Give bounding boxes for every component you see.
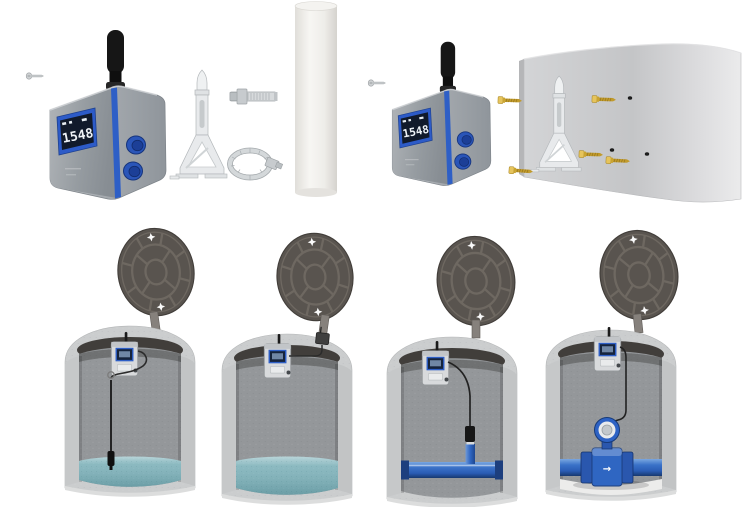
- lid-hinge: [471, 319, 481, 339]
- flange-left: [580, 451, 593, 484]
- band-clamp-round: [228, 148, 283, 180]
- pipe-right: [633, 459, 662, 476]
- mounting-pole: [294, 1, 338, 197]
- water-texture: [79, 456, 181, 487]
- manhole-lid: [592, 223, 686, 327]
- drill-hole: [627, 96, 633, 100]
- antenna-box: [315, 332, 330, 345]
- pole-top: [294, 1, 338, 11]
- flowmeter-cable: [611, 346, 627, 423]
- sensor-stub-pipe: [465, 444, 475, 464]
- flowmeter-body-highlight: [592, 448, 622, 456]
- level-sensor-tip: [109, 465, 113, 470]
- concrete-chamber: [386, 336, 518, 507]
- wall-mounting-kit: [367, 41, 742, 203]
- scene-lid-antenna: [221, 229, 358, 506]
- data-logger: [49, 29, 167, 201]
- scene-pipe-insertion-sensor: [386, 230, 522, 507]
- wall-top-highlight: [523, 43, 742, 60]
- pole-bottom: [295, 188, 337, 197]
- cable-hook: [107, 371, 115, 379]
- fixing-screw: [367, 79, 387, 87]
- sensor-cable: [447, 361, 471, 426]
- lid-hinge: [632, 313, 644, 334]
- flange-right: [621, 451, 634, 484]
- flow-direction-arrow: →: [603, 464, 611, 475]
- manhole-lid: [111, 222, 201, 322]
- pipe-left: [560, 459, 582, 476]
- lid-antenna-unit: [315, 326, 330, 345]
- manhole-lid: [430, 230, 522, 332]
- manhole-lid: [272, 229, 358, 325]
- wall-left-edge: [519, 59, 524, 177]
- curved-wall-panel: [519, 43, 742, 203]
- flowmeter-head-center: [601, 424, 613, 436]
- pipe-coupling-right: [495, 460, 503, 480]
- insertion-sensor-head: [465, 426, 475, 442]
- anchor-screw: [497, 96, 523, 105]
- sensor-collar: [466, 441, 474, 445]
- scene-electromagnetic-flowmeter: →: [545, 223, 686, 502]
- antenna-cable: [289, 345, 323, 357]
- chamber-floor-light: [560, 479, 662, 495]
- data-logger: [391, 41, 492, 187]
- scene-suspended-level-sensor: [64, 222, 201, 498]
- pole-body: [295, 5, 337, 193]
- pipe-coupling-left: [401, 460, 409, 480]
- band-clamp-open: [229, 88, 278, 105]
- electromagnetic-flowmeter: →: [560, 417, 662, 487]
- level-sensor-probe: [107, 451, 115, 466]
- drill-hole: [644, 152, 650, 156]
- drill-hole: [609, 148, 615, 152]
- fixing-screw: [25, 72, 45, 80]
- water-texture: [236, 456, 338, 495]
- antenna-pin: [319, 326, 322, 333]
- pole-mounting-kit: [25, 1, 338, 201]
- pipe-body: [401, 462, 503, 478]
- mounting-bracket: [169, 69, 228, 180]
- buried-pipe: [401, 460, 503, 480]
- sensor-cable-loop: [110, 350, 148, 379]
